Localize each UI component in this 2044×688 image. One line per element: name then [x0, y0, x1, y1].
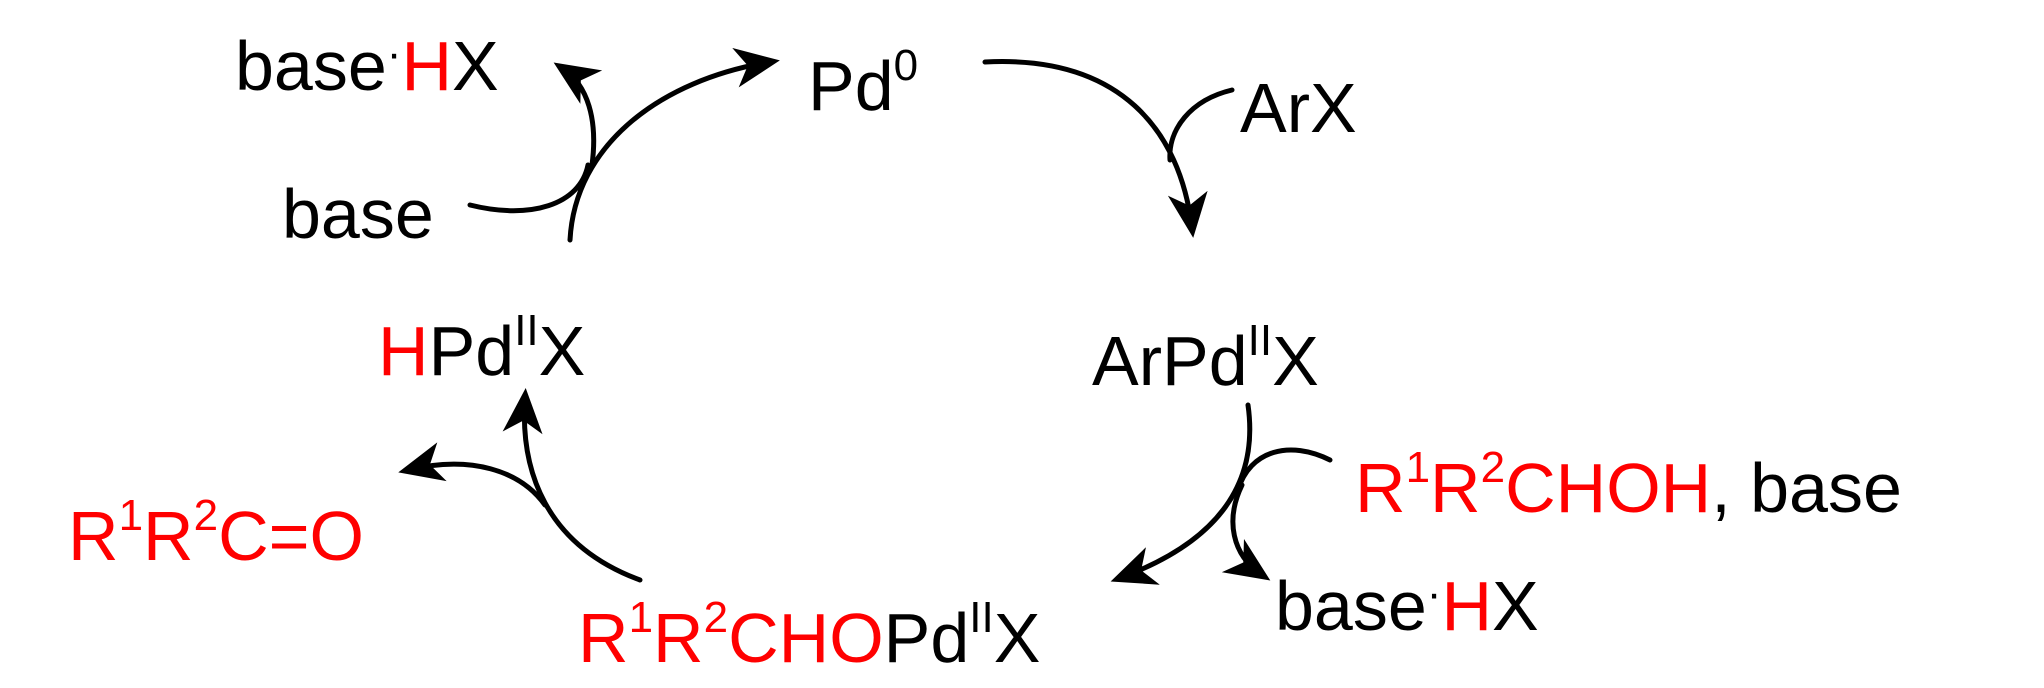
label-base-hx-left: base·HX — [235, 27, 499, 105]
arrow-ketone-out — [398, 442, 548, 508]
label-ketone: R1R2C=O — [68, 491, 364, 575]
arrow-arx-in — [1167, 87, 1235, 163]
label-arx: ArX — [1240, 69, 1357, 147]
label-pd0: Pd0 — [808, 41, 918, 125]
arrow-alcohol-in — [1235, 447, 1333, 493]
label-hpdx: HPdIIX — [378, 306, 585, 390]
arrow-base-hx-left-out — [553, 62, 603, 168]
arrow-alkoxide-to-hpdx — [502, 388, 643, 583]
arrow-base-left-in — [467, 162, 591, 214]
label-alcohol-base: R1R2CHOH, base — [1355, 443, 1902, 527]
arrow-base-hx-right-out — [1221, 482, 1271, 581]
label-base-hx-right: base·HX — [1275, 567, 1539, 645]
arrow-arpdx-to-alkoxide — [1110, 402, 1253, 585]
label-arpdx: ArPdIIX — [1092, 316, 1319, 400]
arrow-hpdx-to-pd0 — [567, 47, 780, 243]
arrow-pd0-to-arpdx — [982, 59, 1208, 238]
label-base-left: base — [282, 175, 434, 253]
label-alkoxide-complex: R1R2CHOPdIIX — [578, 593, 1040, 677]
